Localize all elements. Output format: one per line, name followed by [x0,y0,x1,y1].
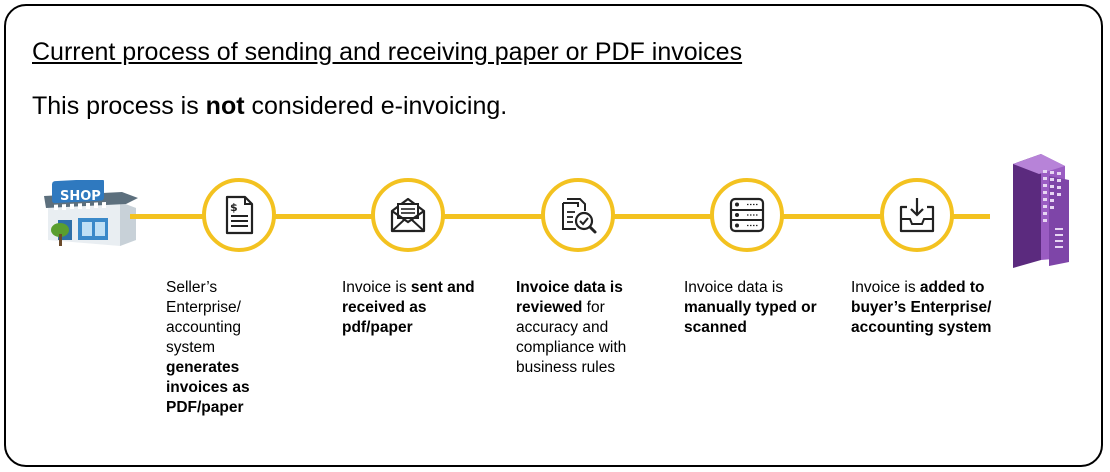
server-storage-icon [729,197,765,233]
page-subtitle: This process is not considered e-invoici… [32,92,507,121]
document-review-icon [562,198,597,234]
step-2-text-part-1: Invoice is [342,279,411,296]
building-icon [1013,154,1069,268]
step-2-text: Invoice is sent and received as pdf/pape… [342,278,490,338]
step-4-text-part-2: manually typed or scanned [684,299,817,336]
step-5-text-part-1: Invoice is [851,279,920,296]
shop-sign-text: SHOP [60,189,101,204]
page-title: Current process of sending and receiving… [32,38,743,66]
step-1-text: Seller’s Enterprise/ accounting system g… [166,278,266,418]
subtitle-text-end: considered e-invoicing. [244,92,508,120]
svg-text:$: $ [230,201,238,214]
invoice-document-icon: $ [225,195,254,235]
inbox-download-icon [899,198,935,233]
step-3-circle [541,178,615,252]
step-1-circle: $ [202,178,276,252]
step-5-text-part-2: added to buyer’s Enterprise/ accounting … [851,279,992,336]
step-5-text: Invoice is added to buyer’s Enterprise/ … [851,278,1001,338]
subtitle-text-start: This process is [32,92,206,120]
shop-icon: SHOP [44,180,138,246]
step-3-text-part-2: for accuracy and compliance with busines… [516,299,627,376]
step-4-text: Invoice data is manually typed or scanne… [684,278,822,338]
step-1-text-part-2: generates invoices as PDF/paper [166,359,250,416]
step-1-text-part-1: Seller’s Enterprise/ accounting system [166,279,241,356]
step-2-circle [371,178,445,252]
step-3-text: Invoice data is reviewed for accuracy an… [516,278,658,378]
envelope-icon [390,197,426,233]
step-3-text-part-1: Invoice data is reviewed [516,279,623,316]
step-4-circle [710,178,784,252]
step-2-text-part-2: sent and received as pdf/paper [342,279,475,336]
subtitle-emphasis: not [205,92,245,120]
step-5-circle [880,178,954,252]
step-4-text-part-1: Invoice data is [684,279,784,296]
